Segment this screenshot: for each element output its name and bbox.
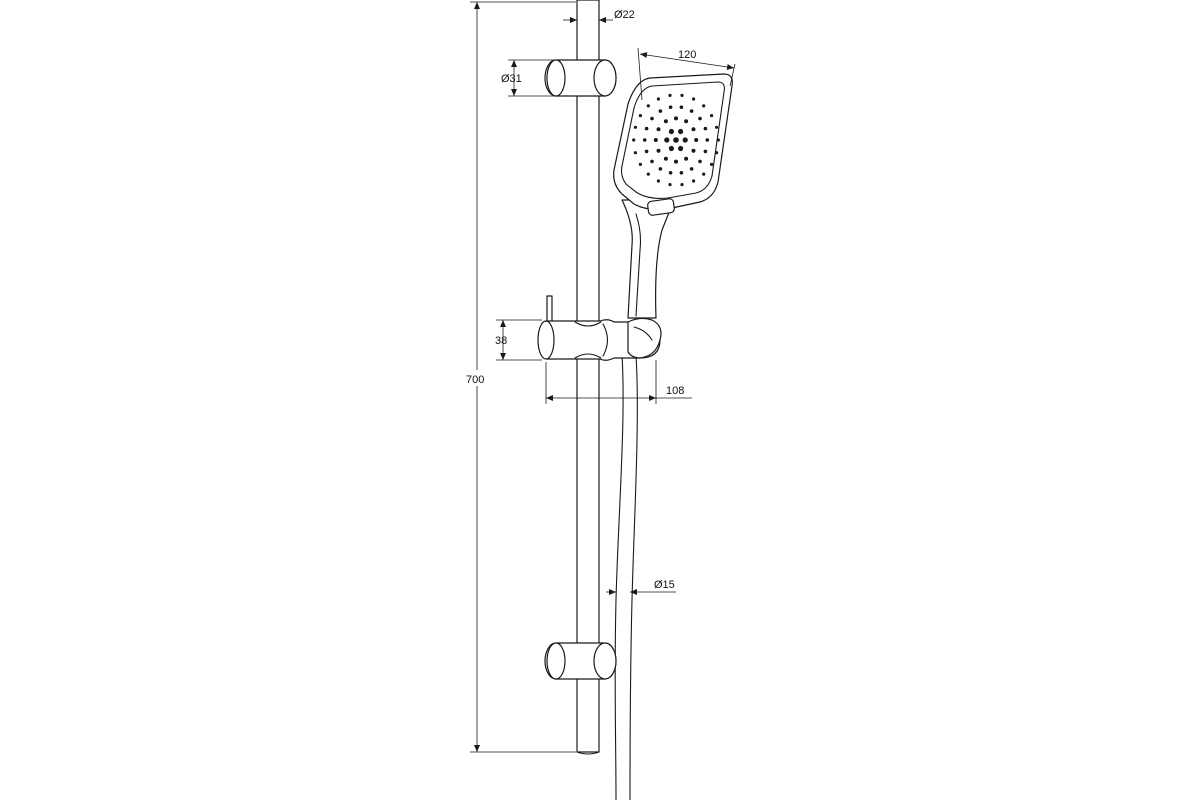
dimension-hose-diameter: Ø15 bbox=[606, 579, 676, 595]
dimension-handshower-width: 120 bbox=[637, 47, 736, 101]
shower-hose bbox=[614, 354, 638, 800]
dimension-total-height: 700 bbox=[462, 1, 576, 753]
dimension-slider-height: 38 bbox=[495, 319, 542, 361]
slider-holder bbox=[537, 295, 662, 361]
spray-nozzles bbox=[632, 93, 720, 187]
rail-diameter-label: Ø22 bbox=[614, 9, 635, 21]
dimension-slider-projection: 108 bbox=[545, 360, 692, 404]
hose-diameter-label: Ø15 bbox=[654, 579, 675, 591]
handshower-width-label: 120 bbox=[678, 49, 696, 61]
bottom-wall-bracket bbox=[544, 642, 617, 680]
slider-height-label: 38 bbox=[495, 335, 507, 347]
bracket-diameter-label: Ø31 bbox=[501, 73, 522, 85]
total-height-label: 700 bbox=[466, 374, 484, 386]
dimension-rail-diameter: Ø22 bbox=[563, 9, 635, 23]
handshower bbox=[613, 73, 733, 319]
shower-rail bbox=[576, 0, 600, 755]
slider-projection-label: 108 bbox=[666, 385, 684, 397]
dimension-bracket-diameter: Ø31 bbox=[501, 59, 554, 97]
top-wall-bracket bbox=[544, 59, 617, 97]
